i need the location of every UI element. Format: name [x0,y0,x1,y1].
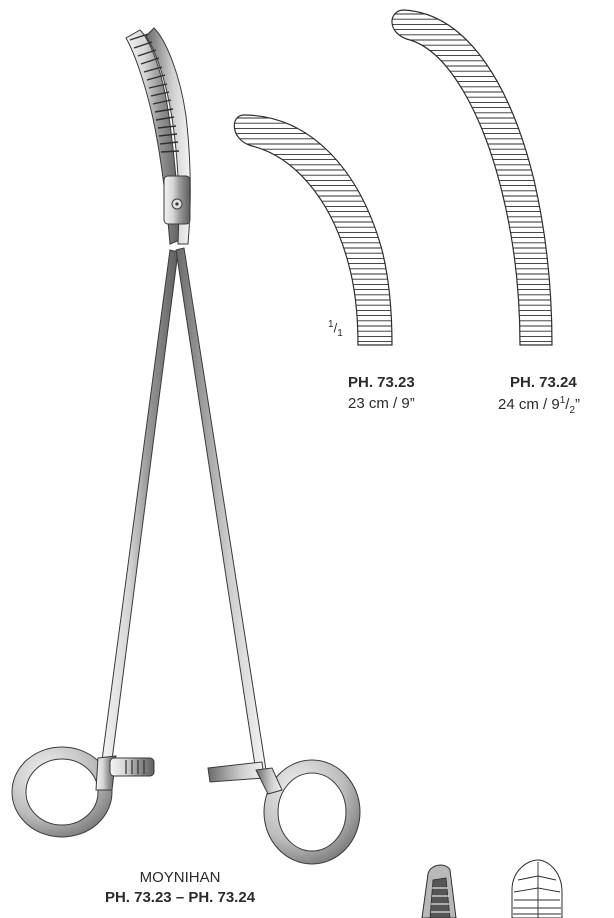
product-name: MOYNIHAN [139,869,221,886]
product-codes: PH. 73.23 – PH. 73.24 [104,889,256,906]
variant-size-73-24: 24 cm / 91/2” [498,395,580,416]
variant-code-73-23: PH. 73.23 [348,374,415,391]
forceps-right-shaft [175,247,267,773]
right-ring-shank [255,767,283,795]
hinge-screw-center [175,202,179,206]
variant-size-73-24-frac-num: 1 [559,395,566,406]
scale-numerator: 1 [328,319,334,330]
variant-size-73-24-cm: 24 cm / 9 [498,396,560,413]
variant-size-73-24-suffix: ” [575,396,580,413]
tip-detail-side [421,864,457,918]
jaw-detail-73-23 [233,114,393,346]
variant-size-73-24-frac-den: 2 [569,405,575,416]
scale-label: 1/1 [328,319,343,339]
right-ring-hole [277,772,347,852]
variant-code-73-24: PH. 73.24 [510,374,577,391]
variant-size-73-23: 23 cm / 9” [348,395,415,412]
forceps-left-shaft [101,249,179,761]
right-ratchet-stub [207,761,265,783]
ratchet-teeth [125,760,145,774]
jaw-serrations [129,33,180,153]
jaw-detail-73-24 [391,9,553,346]
tip-detail-front [511,859,563,918]
scale-denominator: 1 [337,327,343,339]
left-ring-hole [25,758,99,826]
